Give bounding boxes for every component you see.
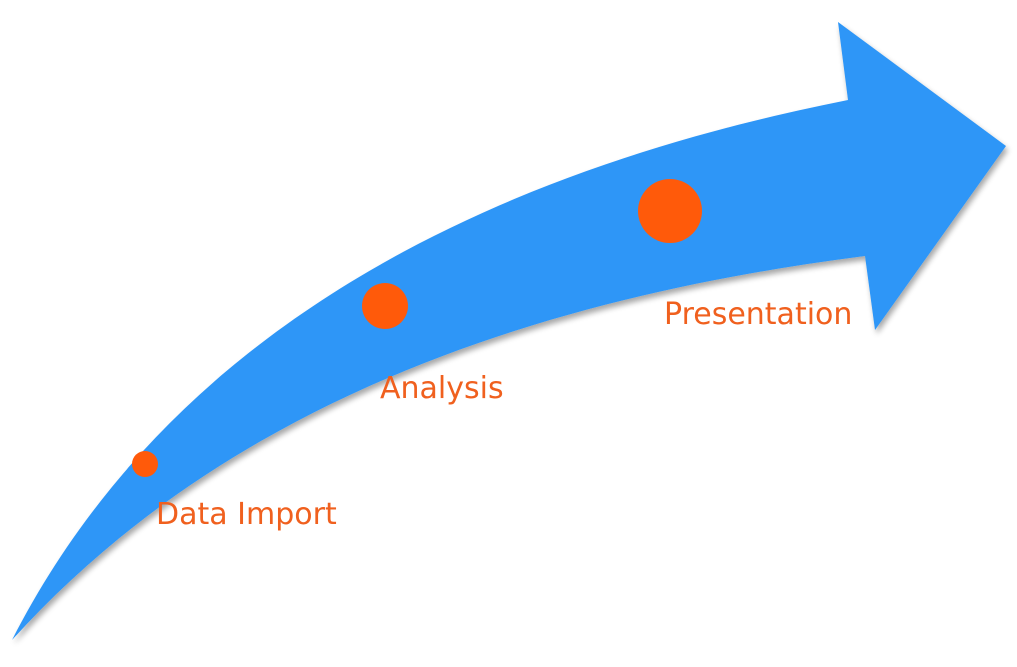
stage-marker-presentation (638, 179, 702, 243)
curved-arrow (12, 22, 1006, 640)
stage-label-data-import: Data Import (156, 497, 337, 532)
stage-label-presentation: Presentation (664, 297, 852, 332)
stage-label-analysis: Analysis (380, 371, 504, 406)
stage-marker-data-import (132, 451, 158, 477)
stage-marker-analysis (362, 283, 408, 329)
